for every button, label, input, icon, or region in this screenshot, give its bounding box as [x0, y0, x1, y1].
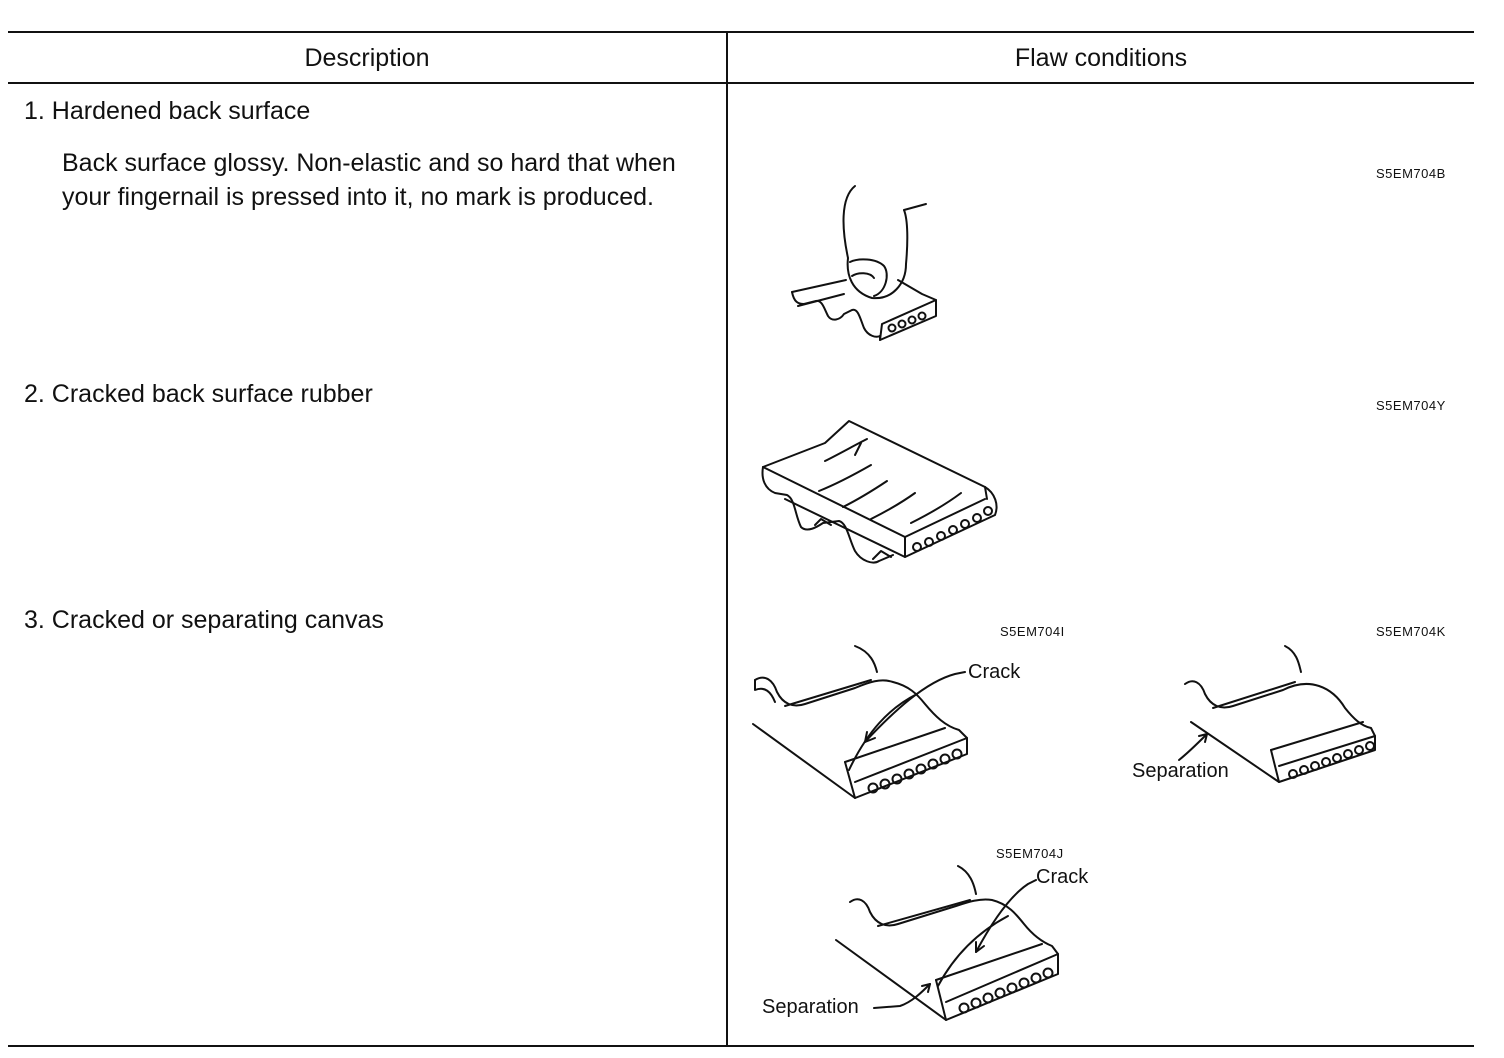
- header-description: Description: [304, 44, 430, 72]
- row-1-detail: Back surface glossy. Non-elastic and so …: [62, 149, 676, 211]
- cracked-canvas-belt-icon: [752, 645, 968, 799]
- figure-code-k: S5EM704K: [1376, 624, 1446, 639]
- header-flaw-conditions: Flaw conditions: [1014, 44, 1188, 72]
- table-header-rule: [8, 82, 1474, 84]
- fingernail-press-belt-icon: [791, 185, 937, 341]
- label-crack-figure-j: Crack: [1036, 866, 1089, 888]
- cracked-separating-canvas-belt-icon: [835, 865, 1059, 1021]
- figure-code-y: S5EM704Y: [1376, 398, 1446, 413]
- row-1-title: 1. Hardened back surface: [24, 97, 311, 125]
- row-2-title: 2. Cracked back surface rubber: [24, 380, 373, 408]
- figure-code-b: S5EM704B: [1376, 166, 1446, 181]
- table-top-rule: [8, 31, 1474, 33]
- row-3-title: 3. Cracked or separating canvas: [24, 606, 384, 634]
- table-bottom-rule: [8, 1045, 1474, 1047]
- figure-code-i: S5EM704I: [1000, 624, 1065, 639]
- figure-code-j: S5EM704J: [996, 846, 1064, 861]
- label-crack-figure-i: Crack: [968, 661, 1021, 683]
- label-separation-figure-j: Separation: [762, 996, 859, 1018]
- label-separation-figure-k: Separation: [1132, 760, 1229, 782]
- table-column-divider: [726, 31, 728, 1046]
- separating-canvas-belt-icon: [1178, 645, 1376, 783]
- cracked-belt-icon: [761, 420, 998, 564]
